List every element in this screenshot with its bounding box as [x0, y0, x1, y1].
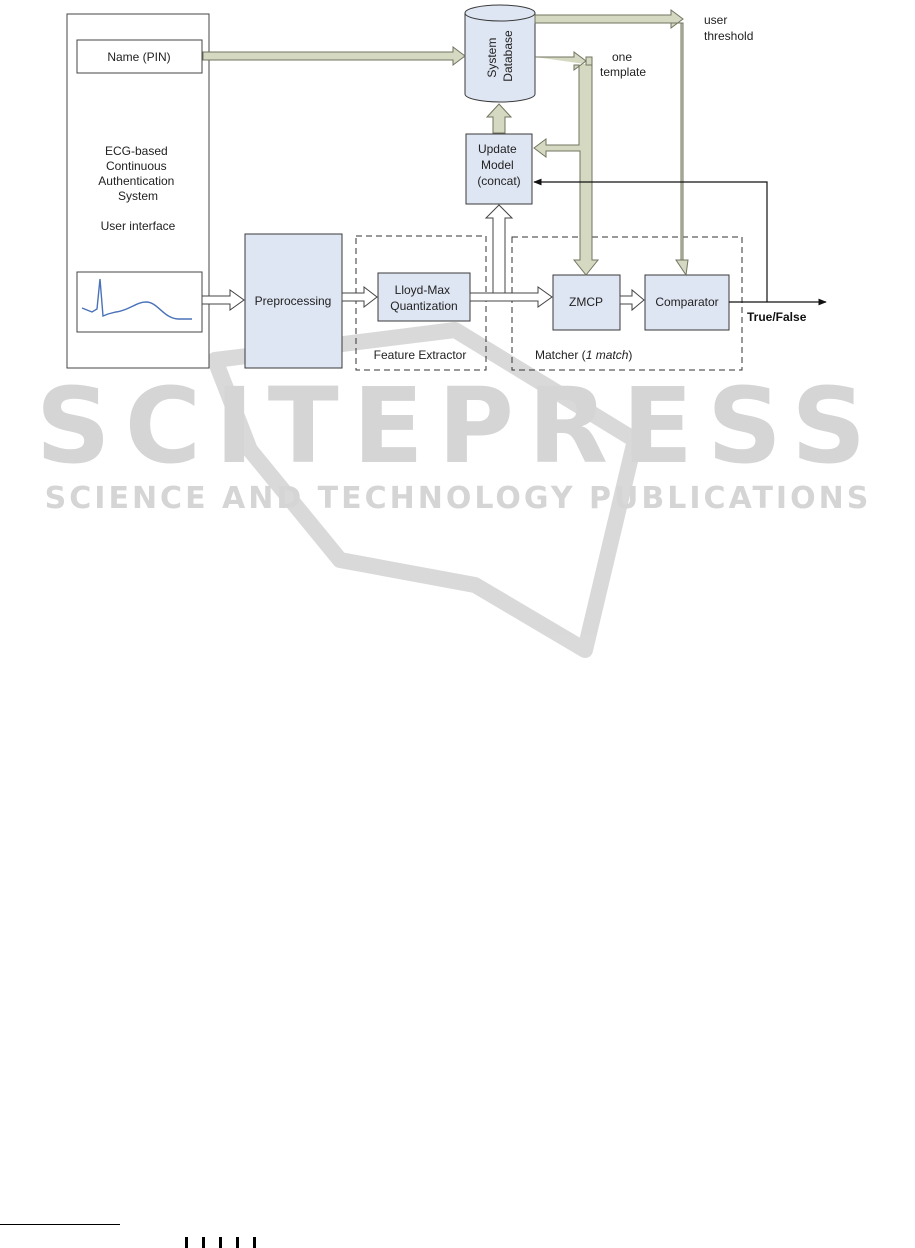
pin-to-database-arrow	[203, 47, 465, 65]
update-model-label: Update Model (concat)	[477, 142, 520, 188]
watermark-tagline: SCIENCE AND TECHNOLOGY PUBLICATIONS	[45, 481, 872, 516]
watermark-brand: SCITEPRESS	[36, 365, 880, 487]
comparator-label: Comparator	[655, 295, 718, 309]
ecg-signal-display	[77, 272, 202, 332]
footnote-fragment	[185, 1236, 295, 1248]
zmcp-label: ZMCP	[569, 295, 603, 309]
lloyd-to-zmcp-arrow	[470, 287, 552, 307]
update-to-database-arrow	[487, 104, 511, 133]
feature-extractor-label: Feature Extractor	[374, 348, 467, 362]
template-arrow	[534, 52, 598, 275]
footnote-rule	[0, 1224, 120, 1225]
one-template-label: one template	[600, 50, 646, 79]
user-threshold-label: user threshold	[704, 13, 753, 43]
watermark: SCITEPRESS SCIENCE AND TECHNOLOGY PUBLIC…	[36, 330, 880, 650]
output-label: True/False	[747, 310, 807, 324]
zmcp-to-comparator-arrow	[620, 290, 644, 310]
feature-to-update-arrow	[486, 205, 512, 293]
ui-subtitle: User interface	[101, 219, 176, 233]
system-database: System Database	[465, 5, 535, 102]
matcher-label: Matcher (1 match)	[535, 348, 632, 362]
lloyd-max-block	[378, 273, 470, 321]
preprocessing-label: Preprocessing	[255, 294, 332, 308]
preprocessing-to-lloyd-arrow	[342, 287, 377, 307]
name-pin-label: Name (PIN)	[107, 50, 170, 64]
